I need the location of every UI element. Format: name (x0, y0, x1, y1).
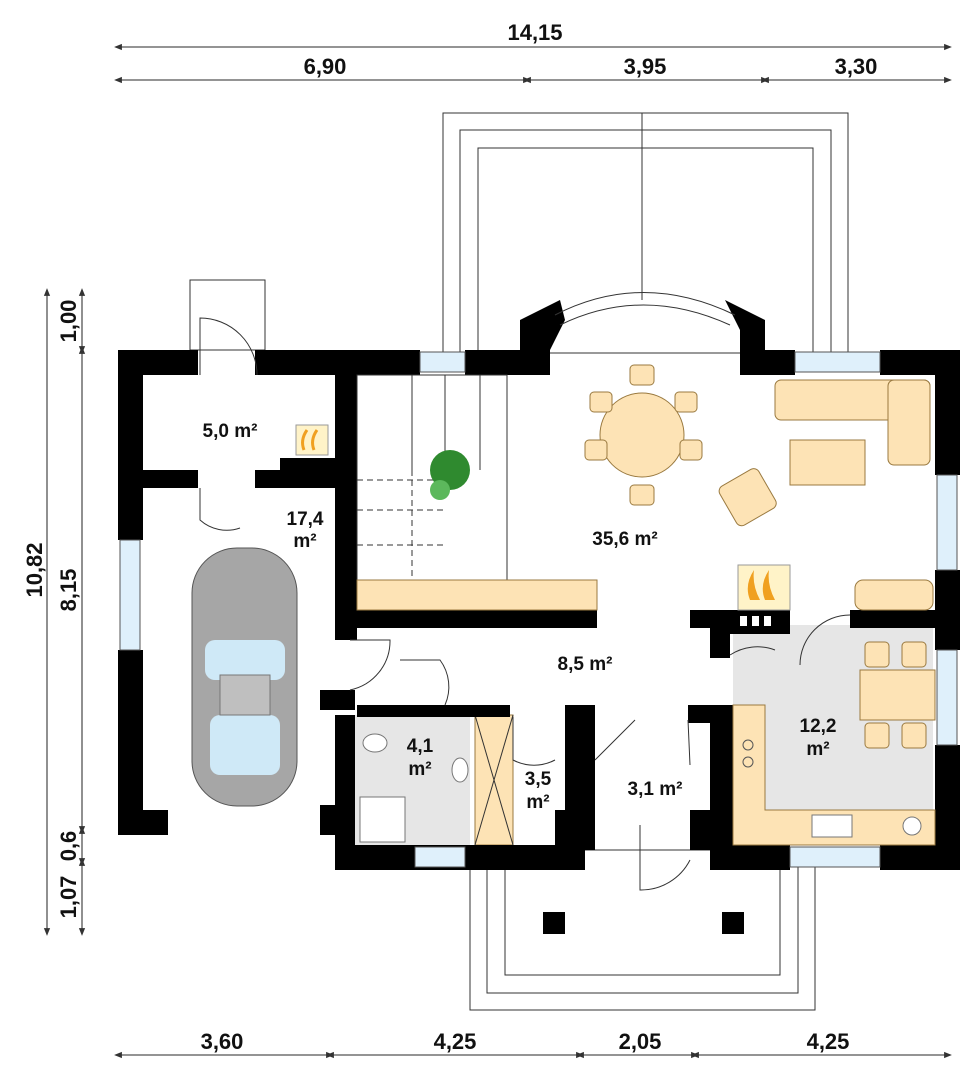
dim-top-3: 3,30 (835, 54, 878, 79)
room-area-boiler: 5,0 m² (203, 421, 258, 442)
dining-table (584, 364, 703, 506)
window (794, 351, 881, 373)
dim-top-2: 3,95 (624, 54, 667, 79)
room-area-hall: 8,5 m² (558, 654, 613, 675)
window (419, 351, 466, 373)
window (936, 649, 958, 746)
window (414, 846, 466, 868)
window (936, 474, 958, 571)
bottom-dimensions: 3,60 4,25 2,05 4,25 (114, 1029, 952, 1059)
front-terrace (442, 112, 849, 354)
dim-bottom-4: 4,25 (807, 1029, 850, 1054)
dim-left-3: 0,6 (56, 831, 81, 862)
boiler-icon (280, 424, 335, 478)
dim-left-2: 8,15 (56, 569, 81, 612)
room-area-storage-unit: m² (526, 792, 549, 813)
window (789, 846, 881, 868)
dim-bottom-1: 3,60 (201, 1029, 244, 1054)
walls (118, 300, 960, 870)
boiler-porch (189, 279, 266, 351)
left-dimensions: 10,82 1,00 8,15 0,6 1,07 (22, 288, 86, 936)
sideboard (854, 579, 934, 611)
doors (199, 317, 851, 891)
staircase (356, 374, 598, 611)
sofa (718, 379, 931, 527)
room-area-bath-unit: m² (408, 759, 431, 780)
dim-left-1: 1,00 (56, 300, 81, 343)
room-labels: 5,0 m² 17,4 m² 35,6 m² 8,5 m² 4,1 m² 3,5… (203, 421, 837, 813)
kitchen-furniture (732, 641, 936, 846)
dim-bottom-3: 2,05 (619, 1029, 662, 1054)
dim-top-1: 6,90 (304, 54, 347, 79)
room-area-garage-unit: m² (293, 531, 316, 552)
dim-left-4: 1,07 (56, 876, 81, 919)
plant (430, 450, 470, 500)
dim-top-total: 14,15 (507, 20, 562, 45)
room-area-bath: 4,1 (407, 736, 434, 757)
room-area-kitchen-unit: m² (806, 739, 829, 760)
room-area-vestibule: 3,1 m² (628, 779, 683, 800)
top-dimensions: 14,15 6,90 3,95 3,30 (114, 20, 952, 84)
bathroom-fixtures (359, 733, 469, 843)
bay-window (554, 292, 736, 316)
dim-left-total: 10,82 (22, 542, 47, 597)
fireplace-icon (718, 564, 791, 634)
window (119, 539, 141, 651)
room-area-storage: 3,5 (525, 769, 552, 790)
room-area-living: 35,6 m² (592, 529, 657, 550)
room-area-kitchen: 12,2 (800, 716, 837, 737)
entrance-terrace (469, 849, 816, 1011)
car-icon (191, 547, 298, 807)
room-area-garage: 17,4 (287, 509, 324, 530)
dim-bottom-2: 4,25 (434, 1029, 477, 1054)
